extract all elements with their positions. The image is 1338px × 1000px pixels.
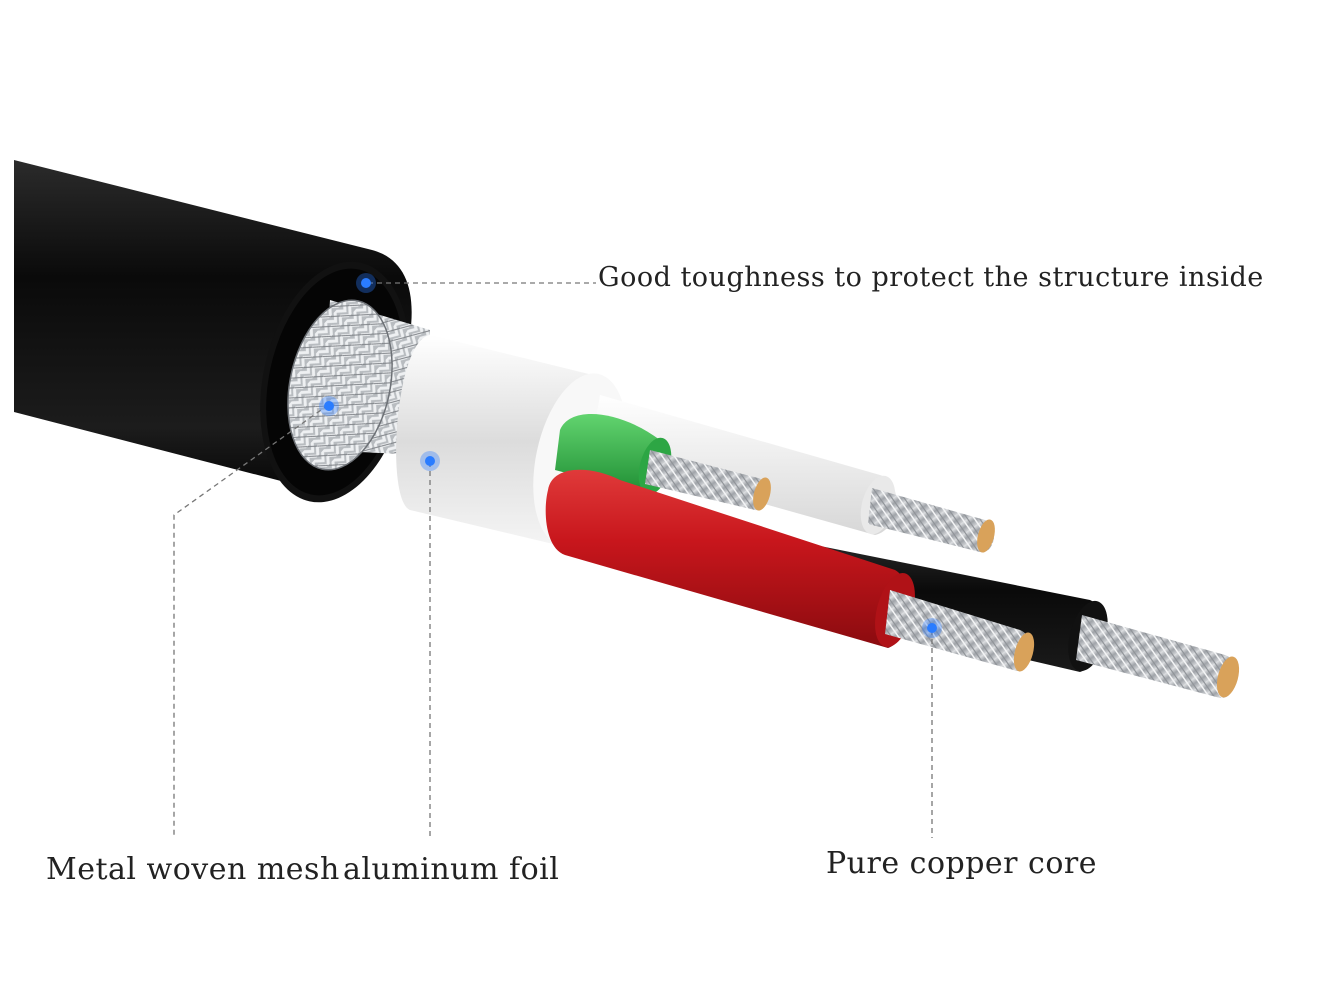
markers xyxy=(319,273,942,638)
mesh-marker-dot xyxy=(324,401,334,411)
mesh-leader xyxy=(173,404,329,838)
copper-marker-dot xyxy=(927,623,937,633)
white-wire xyxy=(590,395,995,553)
foil-marker-dot xyxy=(425,456,435,466)
mesh-label: Metal woven mesh xyxy=(46,852,340,887)
foil-label: aluminum foil xyxy=(343,852,560,887)
jacket-label: Good toughness to protect the structure … xyxy=(598,262,1264,293)
copper-label: Pure copper core xyxy=(826,846,1097,881)
red-wire xyxy=(545,469,1035,672)
leader-lines xyxy=(173,282,933,838)
jacket-marker-dot xyxy=(361,278,371,288)
